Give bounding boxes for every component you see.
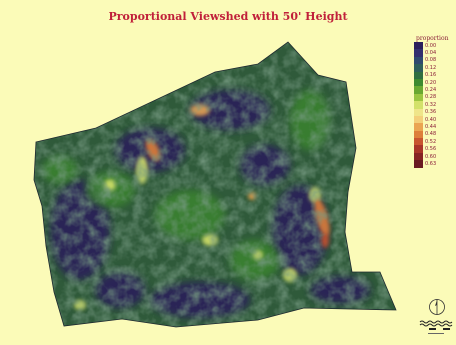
legend-entry: 0.60 [414,152,456,161]
legend-label: 0.36 [425,109,437,116]
legend-entry: 0.28 [414,93,456,102]
north-arrow-icon [429,299,445,315]
legend-entry: 0.32 [414,101,456,109]
legend-swatch [414,86,423,94]
legend-swatch [414,56,423,65]
legend-entry: 0.16 [414,71,456,79]
legend-swatch [414,71,423,79]
map-title: Proportional Viewshed with 50' Height [108,10,348,23]
legend-entry: 0.12 [414,64,456,72]
legend-entry: 0.04 [414,49,456,57]
legend-entry: 0.56 [414,145,456,153]
legend-entry: 0.00 [414,42,456,50]
legend-entry: 0.48 [414,130,456,139]
legend-swatch [414,78,423,87]
legend-entry: 0.52 [414,138,456,146]
legend-swatch [414,145,423,153]
legend-entry: 0.40 [414,115,456,124]
legend-label: 0.08 [425,57,437,64]
legend-label: 0.63 [425,160,437,167]
legend-swatch [414,101,423,109]
legend-swatch [414,138,423,146]
legend-entry: 0.36 [414,108,456,116]
legend-swatch [414,49,423,57]
legend-label: 0.20 [425,79,437,86]
legend-label: 0.04 [425,50,437,57]
legend-label: 0.24 [425,87,437,94]
legend-entry: 0.24 [414,86,456,94]
legend-label: 0.16 [425,72,437,79]
study-area-boundary [33,41,397,328]
legend-swatch [414,93,423,102]
legend-label: 0.52 [425,138,437,145]
legend-swatch [414,108,423,116]
legend-label: 0.32 [425,101,437,108]
legend-label: 0.60 [425,153,437,160]
legend-entry: 0.63 [414,160,456,168]
legend-swatch [414,123,423,131]
legend-entry: 0.08 [414,56,456,65]
legend-label: 0.48 [425,131,437,138]
legend-entry: 0.20 [414,78,456,87]
legend-label: 0.40 [425,116,437,123]
legend-swatch [414,160,423,168]
legend-swatch [414,152,423,161]
legend-label: 0.12 [425,64,437,71]
scale-bar-icon [419,320,453,334]
legend-swatch [414,64,423,72]
legend-label: 0.56 [425,146,437,153]
legend-label: 0.44 [425,123,437,130]
legend-swatch [414,130,423,139]
legend-label: 0.00 [425,42,437,49]
legend-swatch [414,115,423,124]
legend-entry: 0.44 [414,123,456,131]
legend-swatch [414,42,423,50]
legend-label: 0.28 [425,94,437,101]
legend-title: proportion [416,35,449,42]
